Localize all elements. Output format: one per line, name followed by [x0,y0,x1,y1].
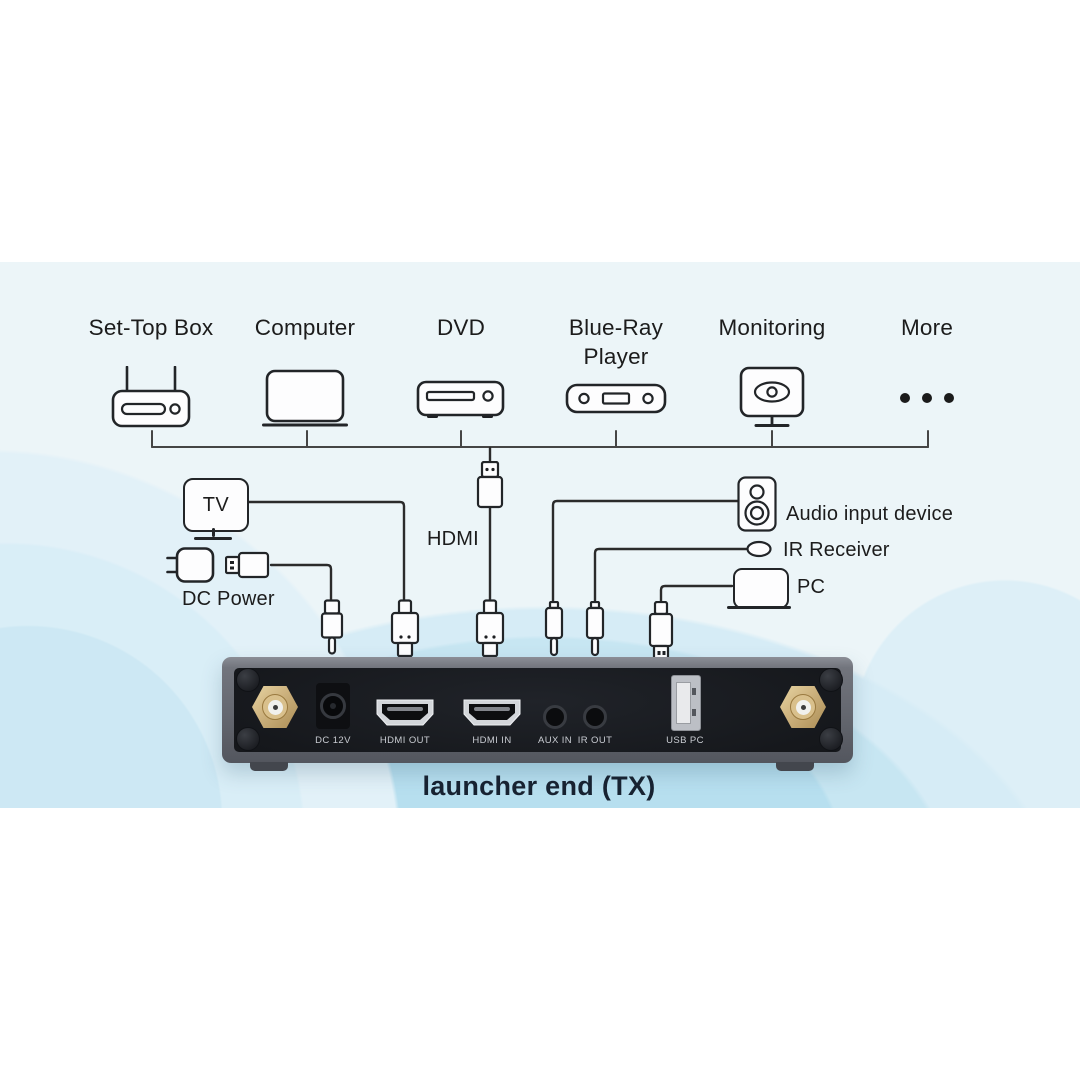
screw-bottom-left [236,727,260,751]
set-top-box-icon [111,366,191,428]
antenna-connector-right [780,686,826,728]
dc-power-label: DC Power [182,588,275,610]
port-label-ir-out: IR OUT [577,735,613,746]
screw-top-left [236,668,260,692]
monitoring-eye-icon [737,366,807,430]
pc-icon [733,568,789,609]
source-label-dvd: DVD [436,315,486,340]
aux-in-jack-port [543,705,567,729]
device-caption: launcher end (TX) [422,771,656,801]
hdmi-out-port [376,699,434,726]
source-label-monitoring: Monitoring [718,315,826,340]
tv-to-hdmi-out-wire [244,500,406,602]
tv-stand-base [194,537,232,540]
dc-12v-port [316,683,350,729]
ir-out-jack-port [583,705,607,729]
dc-barrel-plug-icon [320,599,344,657]
hdmi-plug-down-left-icon [388,599,422,659]
dvd-player-icon [416,379,506,418]
usb-plug-down-icon [646,601,676,663]
device-foot-left [250,762,288,771]
hdmi-plug-up-icon [473,461,507,509]
pc-usb-wire [659,584,734,605]
speaker-icon [737,476,777,532]
port-label-hdmi-out: HDMI OUT [379,735,431,746]
ir-receiver-wire [593,547,748,609]
screw-bottom-right [819,727,843,751]
pc-icon-base [727,606,791,609]
usb-pc-port [671,675,701,731]
aux-jack-plug-right-icon [585,601,605,659]
ir-receiver-label: IR Receiver [783,539,890,561]
pc-label: PC [797,576,826,598]
tv-stand-stub [212,528,215,537]
ir-receiver-icon [745,540,773,558]
source-label-set-top-box: Set-Top Box [88,315,214,340]
background-panel [0,262,1080,808]
port-label-hdmi-in: HDMI IN [472,735,512,746]
dc-power-wire [269,563,333,603]
hdmi-in-port [463,699,521,726]
port-label-usb-pc: USB PC [666,735,704,746]
audio-input-label: Audio input device [786,503,954,525]
screw-top-right [819,668,843,692]
port-label-aux-in: AUX IN [537,735,573,746]
bluray-player-icon [565,383,667,415]
port-label-dc-12v: DC 12V [315,735,351,746]
hdmi-plug-down-right-icon [473,599,507,659]
aux-jack-plug-left-icon [544,601,564,659]
usb-plug-horizontal-icon [225,550,273,580]
audio-input-wire [551,499,740,609]
laptop-icon [262,366,348,428]
source-label-more: More [900,315,954,340]
source-label-bluray-player: Blue-Ray Player [568,315,664,369]
ellipsis-icon [900,393,954,403]
source-bus-line [151,430,929,448]
source-label-computer: Computer [254,315,356,340]
power-adapter-icon [166,547,216,583]
tv-label: TV [202,493,230,516]
device-foot-right [776,762,814,771]
hdmi-cable-label: HDMI [427,528,479,550]
tv-icon: TV [183,478,249,532]
